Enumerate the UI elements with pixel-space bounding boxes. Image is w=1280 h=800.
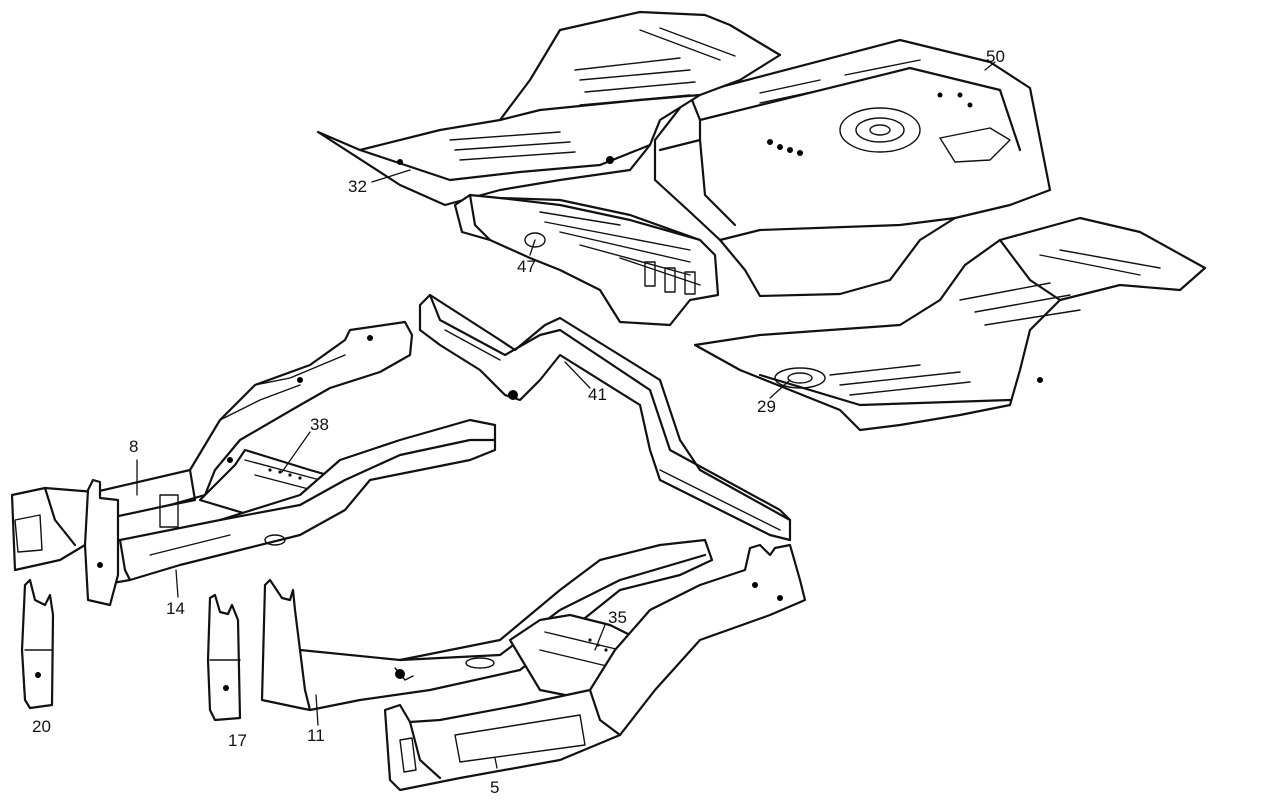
part-14-left-inner-rail[interactable]: [93, 418, 497, 587]
callout-20: 20: [32, 717, 51, 736]
part-32-front-floor-left[interactable]: [316, 10, 782, 207]
part-11-right-inner-rail[interactable]: [260, 538, 714, 712]
callout-47: 47: [517, 257, 536, 276]
callout-5: 5: [490, 778, 499, 797]
part-left-rail-bracket[interactable]: [83, 478, 120, 607]
part-29-front-floor-right[interactable]: [693, 216, 1207, 432]
callout-29: 29: [757, 397, 776, 416]
callout-38: 38: [310, 415, 329, 434]
leader-lines: [136, 61, 996, 769]
callout-41: 41: [588, 385, 607, 404]
callout-11: 11: [307, 726, 325, 745]
part-17-bracket[interactable]: [206, 593, 242, 722]
callout-8: 8: [129, 437, 138, 456]
callout-14: 14: [166, 599, 185, 618]
part-50-rear-floor-tunnel[interactable]: [653, 38, 1052, 298]
part-5-right-outer-rail[interactable]: [383, 543, 807, 792]
callout-labels: 50 32 47 41 29 38 8 14 35 20 17 11 5: [32, 47, 1005, 797]
callout-32: 32: [348, 177, 367, 196]
callout-35: 35: [608, 608, 627, 627]
part-20-bracket[interactable]: [20, 578, 55, 710]
callout-17: 17: [228, 731, 247, 750]
part-41-tunnel-crossmember[interactable]: [418, 293, 792, 542]
part-47-center-crossmember[interactable]: [453, 193, 720, 327]
callout-50: 50: [986, 47, 1005, 66]
